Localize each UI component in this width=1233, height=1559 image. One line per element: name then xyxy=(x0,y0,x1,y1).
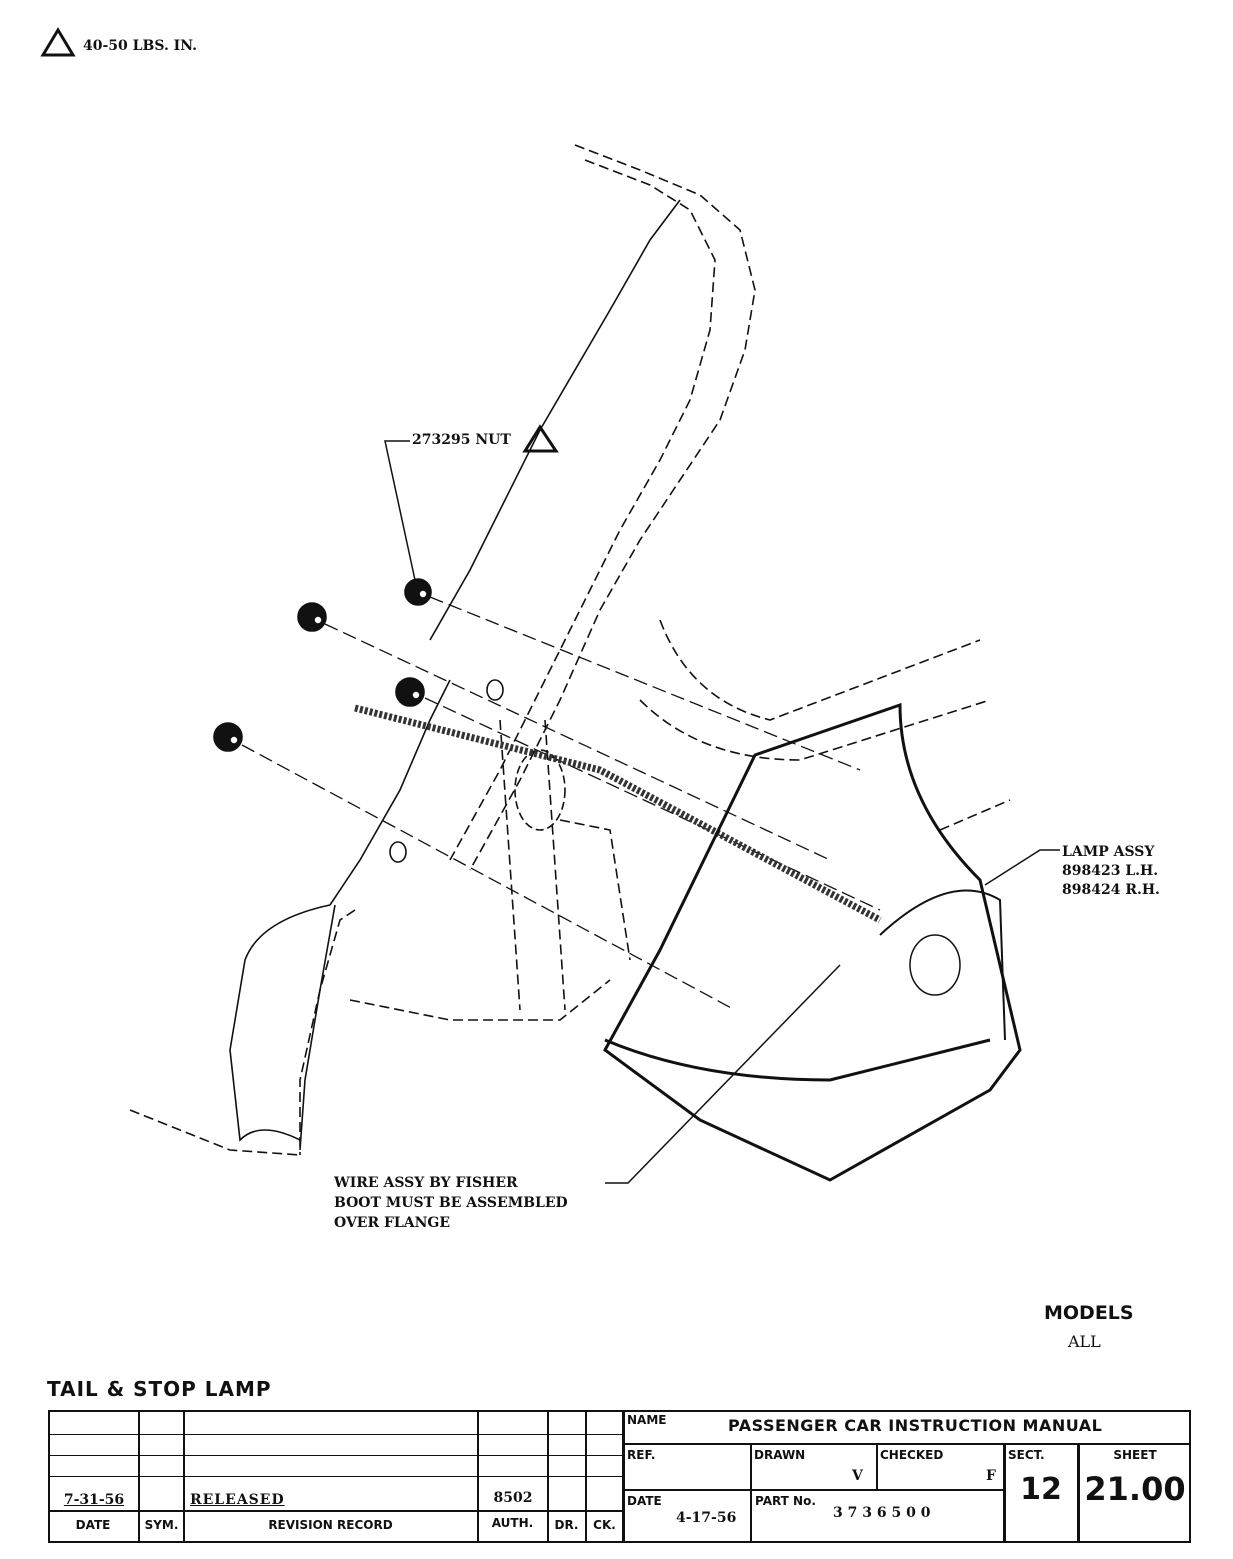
wire-assy-callout: WIRE ASSY BY FISHER BOOT MUST BE ASSEMBL… xyxy=(334,1173,568,1233)
revision-record: RELEASED xyxy=(190,1492,285,1508)
revision-date: 7-31-56 xyxy=(63,1492,125,1508)
header-revision-record: REVISION RECORD xyxy=(268,1518,393,1532)
callout-line: BOOT MUST BE ASSEMBLED xyxy=(334,1195,568,1211)
nut-callout: 273295 NUT xyxy=(412,432,511,448)
part-label: PART No. xyxy=(755,1494,816,1508)
header-dr: DR. xyxy=(554,1518,579,1532)
header-sym: SYM. xyxy=(144,1518,179,1532)
models-label: MODELS xyxy=(1044,1302,1134,1324)
checked-label: CHECKED xyxy=(880,1448,944,1462)
drawing-title: TAIL & STOP LAMP xyxy=(47,1377,272,1401)
part-number: 3 7 3 6 5 0 0 xyxy=(833,1505,931,1521)
torque-spec: 40-50 LBS. IN. xyxy=(83,38,198,54)
header-date: DATE xyxy=(75,1518,111,1532)
sect-value: 12 xyxy=(1020,1472,1062,1507)
ref-label: REF. xyxy=(627,1448,656,1462)
date-label: DATE xyxy=(627,1494,662,1508)
nut-icon xyxy=(213,722,243,752)
wire-harness xyxy=(354,704,882,924)
nut-icon xyxy=(404,578,432,606)
date-value: 4-17-56 xyxy=(676,1510,737,1526)
sheet-label: SHEET xyxy=(1113,1448,1157,1462)
callout-line: LAMP ASSY xyxy=(1062,844,1155,860)
checked-value: F xyxy=(986,1468,996,1484)
sheet-value: 21.00 xyxy=(1084,1470,1186,1508)
header-ck: CK. xyxy=(593,1518,616,1532)
body-panel-outline xyxy=(129,144,1011,1156)
warning-triangle-icon xyxy=(40,27,76,57)
callout-line: WIRE ASSY BY FISHER xyxy=(334,1175,518,1191)
nut-icon xyxy=(297,602,327,632)
sect-label: SECT. xyxy=(1008,1448,1045,1462)
callout-line: 898423 L.H. xyxy=(1062,863,1159,879)
lamp-assembly xyxy=(603,702,1022,1182)
manual-name: PASSENGER CAR INSTRUCTION MANUAL xyxy=(728,1416,1103,1435)
callout-line: OVER FLANGE xyxy=(334,1215,451,1231)
header-auth: AUTH. xyxy=(491,1516,534,1530)
drawn-label: DRAWN xyxy=(754,1448,806,1462)
callout-line: 898424 R.H. xyxy=(1062,882,1160,898)
fender-outline xyxy=(229,199,681,1151)
lamp-assy-callout: LAMP ASSY 898423 L.H. 898424 R.H. xyxy=(1062,843,1160,900)
warning-triangle-icon xyxy=(522,424,559,453)
exploded-view-illustration xyxy=(40,27,1060,1184)
name-label: NAME xyxy=(627,1413,667,1427)
drawn-value: V xyxy=(852,1468,863,1484)
revision-auth: 8502 xyxy=(493,1490,533,1506)
nut-icon xyxy=(395,677,425,707)
models-value: ALL xyxy=(1068,1332,1101,1351)
